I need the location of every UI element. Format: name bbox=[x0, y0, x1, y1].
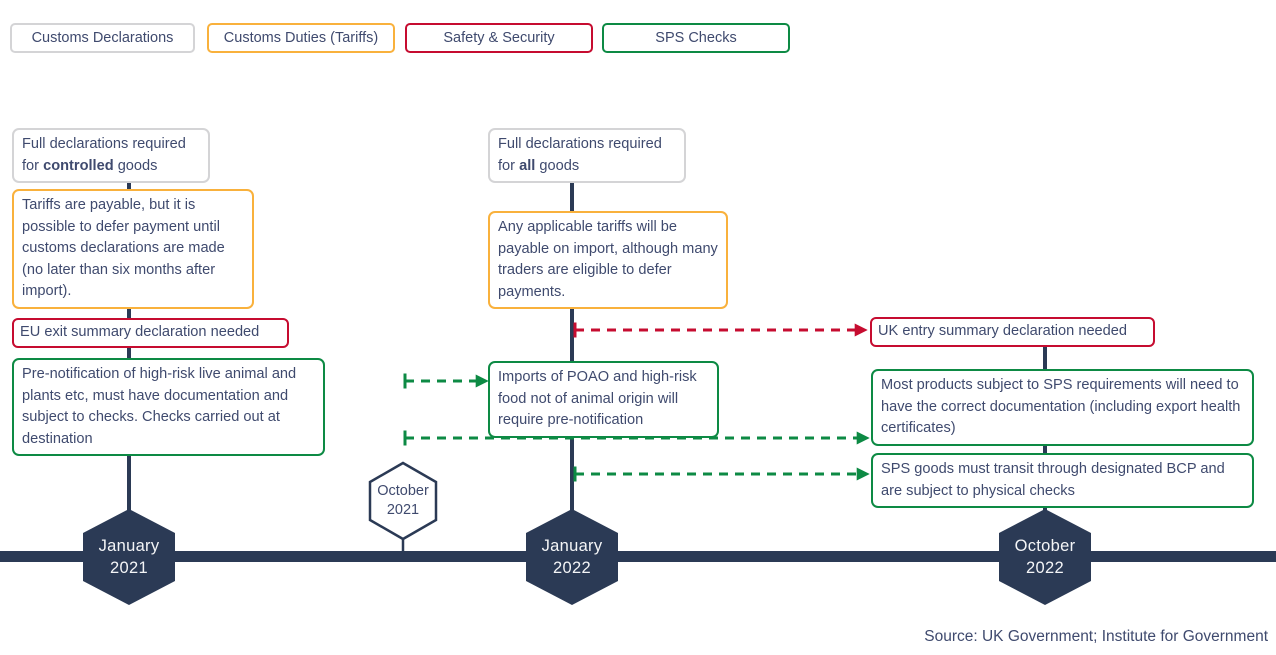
box-jan2022-tariffs: Any applicable tariffs will be payable o… bbox=[488, 211, 728, 309]
milestone-label-jan2021: January 2021 bbox=[83, 509, 175, 605]
box-jan2022-declarations: Full declarations required for all goods bbox=[488, 128, 686, 183]
milestone-month: January bbox=[541, 537, 603, 555]
legend-customs-duties: Customs Duties (Tariffs) bbox=[207, 23, 395, 53]
milestone-year: 2022 bbox=[553, 559, 591, 577]
milestone-year: 2021 bbox=[386, 502, 420, 518]
milestone-hexagon-jan2021 bbox=[83, 509, 175, 605]
source-attribution: Source: UK Government; Institute for Gov… bbox=[924, 628, 1268, 645]
box-jan2021-tariffs: Tariffs are payable, but it is possible … bbox=[12, 189, 254, 309]
legend-safety-security: Safety & Security bbox=[405, 23, 593, 53]
box-text-bold: controlled bbox=[43, 157, 114, 174]
milestone-label-oct2022: October 2022 bbox=[999, 509, 1091, 605]
box-text: goods bbox=[535, 157, 580, 174]
box-jan2021-safety: EU exit summary declaration needed bbox=[12, 318, 289, 348]
box-jan2021-sps: Pre-notification of high-risk live anima… bbox=[12, 358, 325, 456]
box-jan2021-declarations: Full declarations required for controlle… bbox=[12, 128, 210, 183]
box-text-bold: all bbox=[519, 157, 536, 174]
box-oct2022-sps-documentation: Most products subject to SPS requirement… bbox=[871, 369, 1254, 446]
milestone-month: January bbox=[98, 537, 160, 555]
box-text: goods bbox=[113, 157, 158, 174]
milestone-label-oct2021: October 2021 bbox=[370, 463, 436, 539]
box-oct2022-safety: UK entry summary declaration needed bbox=[870, 317, 1155, 347]
box-oct2022-sps-bcp: SPS goods must transit through designate… bbox=[871, 453, 1254, 508]
box-text: Full declarations required for bbox=[22, 136, 186, 174]
box-jan2022-sps: Imports of POAO and high-risk food not o… bbox=[488, 361, 719, 438]
milestone-hexagon-oct2021 bbox=[368, 461, 438, 541]
legend-label: Customs Duties (Tariffs) bbox=[223, 30, 379, 46]
milestone-year: 2021 bbox=[110, 559, 148, 577]
legend-label: Safety & Security bbox=[443, 30, 555, 46]
legend-customs-declarations: Customs Declarations bbox=[10, 23, 195, 53]
legend-sps-checks: SPS Checks bbox=[602, 23, 790, 53]
legend-label: Customs Declarations bbox=[31, 30, 174, 46]
milestone-label-jan2022: January 2022 bbox=[526, 509, 618, 605]
box-text: Full declarations required for bbox=[498, 136, 662, 174]
milestone-month: October bbox=[377, 483, 429, 499]
milestone-month: October bbox=[1014, 537, 1076, 555]
milestone-hexagon-jan2022 bbox=[526, 509, 618, 605]
legend-label: SPS Checks bbox=[655, 30, 737, 46]
milestone-hexagon-oct2022 bbox=[999, 509, 1091, 605]
milestone-year: 2022 bbox=[1026, 559, 1064, 577]
timeline-bar bbox=[0, 551, 1276, 562]
